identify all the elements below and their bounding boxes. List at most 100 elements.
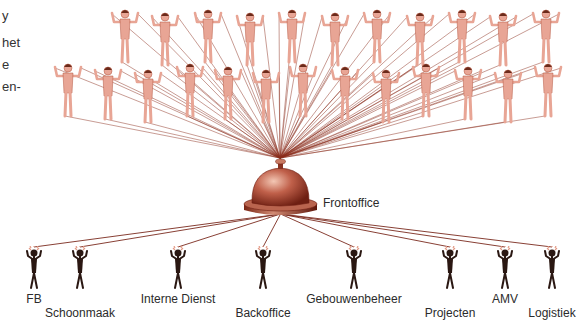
- node-label: Logistiek: [528, 306, 575, 320]
- crowd-line: [280, 68, 439, 158]
- crowd-line: [187, 116, 280, 158]
- crowd-line: [279, 74, 280, 158]
- person-figure: [112, 10, 138, 62]
- crowd-line: [195, 14, 280, 158]
- crowd-line: [105, 119, 280, 158]
- connector-line: [178, 214, 281, 247]
- text-fragment: het: [2, 35, 20, 50]
- department-figure: Gebouwenbeheer: [306, 246, 401, 306]
- crowd-line: [263, 122, 280, 158]
- person-figure: [332, 67, 358, 119]
- node-label: Backoffice: [235, 306, 290, 320]
- department-figure: Interne Dienst: [141, 246, 216, 306]
- crowd-line: [221, 14, 280, 158]
- crowd-lines: [55, 14, 561, 158]
- text-fragment: e: [2, 57, 9, 72]
- person-figure: [373, 70, 399, 122]
- node-label: Schoonmaak: [45, 306, 115, 320]
- person-figure: [95, 67, 121, 119]
- person-symbol: [346, 246, 362, 290]
- crowd-line: [138, 14, 280, 158]
- person-symbol: [544, 246, 560, 290]
- person-figure: [177, 64, 203, 116]
- person-figure: [152, 13, 178, 65]
- person-figure: [495, 70, 521, 122]
- crowd-line: [65, 116, 280, 158]
- department-figure: Logistiek: [528, 246, 575, 320]
- person-figure: [290, 64, 316, 116]
- department-figure: AMV: [492, 246, 518, 306]
- person-symbol: [26, 246, 42, 290]
- crowd-line: [81, 68, 280, 158]
- node-label: Gebouwenbeheer: [306, 292, 401, 306]
- crowd-line: [241, 71, 280, 158]
- bell-symbol: [243, 158, 318, 216]
- crowd-line: [280, 17, 490, 158]
- crowd-line: [280, 71, 481, 158]
- text-fragment: en-: [2, 79, 21, 94]
- connector-line: [281, 214, 505, 247]
- person-figure: [533, 10, 559, 62]
- person-figure: [535, 64, 561, 116]
- person-figure: [253, 70, 279, 122]
- person-figure: [413, 64, 439, 116]
- crowd-line: [280, 14, 533, 158]
- crowd-line: [280, 119, 342, 158]
- person-figure: [490, 13, 516, 65]
- crowd-line: [280, 68, 535, 158]
- connector-line: [80, 214, 281, 247]
- crowd-line: [280, 65, 500, 158]
- person-symbol: [497, 246, 513, 290]
- crowd-line: [215, 71, 280, 158]
- crowd-line: [280, 71, 358, 158]
- node-label: AMV: [492, 292, 518, 306]
- crowd-line: [95, 71, 280, 158]
- crowd-line: [280, 14, 449, 158]
- crowd-figures: [55, 10, 561, 122]
- crowd-line: [112, 14, 280, 158]
- crowd-line: [253, 74, 280, 158]
- crowd-line: [280, 71, 455, 158]
- person-figure: [195, 10, 221, 62]
- crowd-line: [162, 65, 280, 158]
- crowd-line: [225, 119, 280, 158]
- crowd-line: [280, 68, 561, 158]
- person-figure: [237, 13, 263, 65]
- crowd-line: [280, 68, 290, 158]
- person-figure: [364, 10, 390, 62]
- service-bell: Frontoffice: [243, 158, 318, 216]
- person-symbol: [72, 246, 88, 290]
- connector-line: [263, 214, 281, 247]
- crowd-line: [121, 71, 280, 158]
- department-figure: Schoonmaak: [45, 246, 115, 320]
- person-symbol: [255, 246, 271, 290]
- connector-line: [281, 214, 553, 247]
- text-fragment: y: [2, 8, 9, 23]
- node-label: Projecten: [425, 306, 476, 320]
- department-figure: Backoffice: [235, 246, 290, 320]
- person-figure: [322, 13, 348, 65]
- department-figure: Projecten: [425, 246, 476, 320]
- person-symbol: [442, 246, 458, 290]
- crowd-line: [280, 68, 413, 158]
- crowd-line: [280, 65, 417, 158]
- crowd-line: [177, 68, 280, 158]
- person-figure: [407, 13, 433, 65]
- crowd-line: [279, 14, 280, 158]
- crowd-line: [203, 68, 280, 158]
- crowd-line: [135, 74, 280, 158]
- department-figure: FB: [26, 246, 42, 306]
- crowd-line: [280, 17, 433, 158]
- person-figure: [449, 10, 475, 62]
- person-figure: [215, 67, 241, 119]
- person-figure: [135, 70, 161, 122]
- person-figure: [279, 10, 305, 62]
- connector-line: [281, 214, 450, 247]
- person-figure: [55, 64, 81, 116]
- person-figure: [455, 67, 481, 119]
- crowd-line: [247, 65, 280, 158]
- crowd-line: [280, 14, 559, 158]
- crowd-line: [280, 17, 407, 158]
